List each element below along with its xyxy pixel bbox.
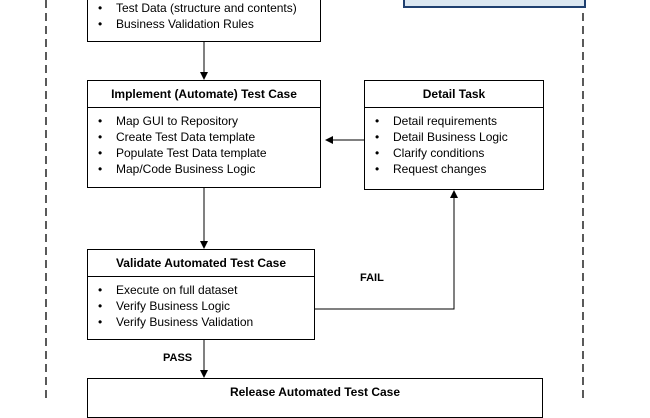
list-item: Map GUI to Repository: [98, 113, 320, 129]
test-design-box: Test Data (structure and contents) Busin…: [87, 0, 321, 42]
pass-label: PASS: [163, 352, 193, 364]
fail-label: FAIL: [360, 272, 384, 284]
list-item: Request changes: [375, 161, 543, 177]
list-item: Clarify conditions: [375, 145, 543, 161]
list-item: Execute on full dataset: [98, 282, 314, 298]
arrow-validate-fail-to-detail: [315, 190, 458, 310]
implement-test-case-title: Implement (Automate) Test Case: [88, 81, 320, 108]
list-item: Verify Business Logic: [98, 298, 314, 314]
list-item: Detail Business Logic: [375, 129, 543, 145]
detail-task-box: Detail Task Detail requirements Detail B…: [364, 80, 544, 190]
detail-task-title: Detail Task: [365, 81, 543, 108]
list-item: Test Data (structure and contents): [98, 0, 320, 16]
list-item: Create Test Data template: [98, 129, 320, 145]
validate-test-case-box: Validate Automated Test Case Execute on …: [87, 249, 315, 340]
list-item: Business Validation Rules: [98, 16, 320, 32]
release-test-case-title: Release Automated Test Case: [229, 385, 401, 399]
list-item: Populate Test Data template: [98, 145, 320, 161]
connector-layer: [45, 0, 586, 400]
list-item: Verify Business Validation: [98, 314, 314, 330]
accent-box: [403, 0, 586, 8]
release-test-case-box: Release Automated Test Case: [87, 378, 543, 418]
list-item: Map/Code Business Logic: [98, 161, 320, 177]
implement-test-case-box: Implement (Automate) Test Case Map GUI t…: [87, 80, 321, 188]
validate-test-case-title: Validate Automated Test Case: [88, 250, 314, 277]
list-item: Detail requirements: [375, 113, 543, 129]
